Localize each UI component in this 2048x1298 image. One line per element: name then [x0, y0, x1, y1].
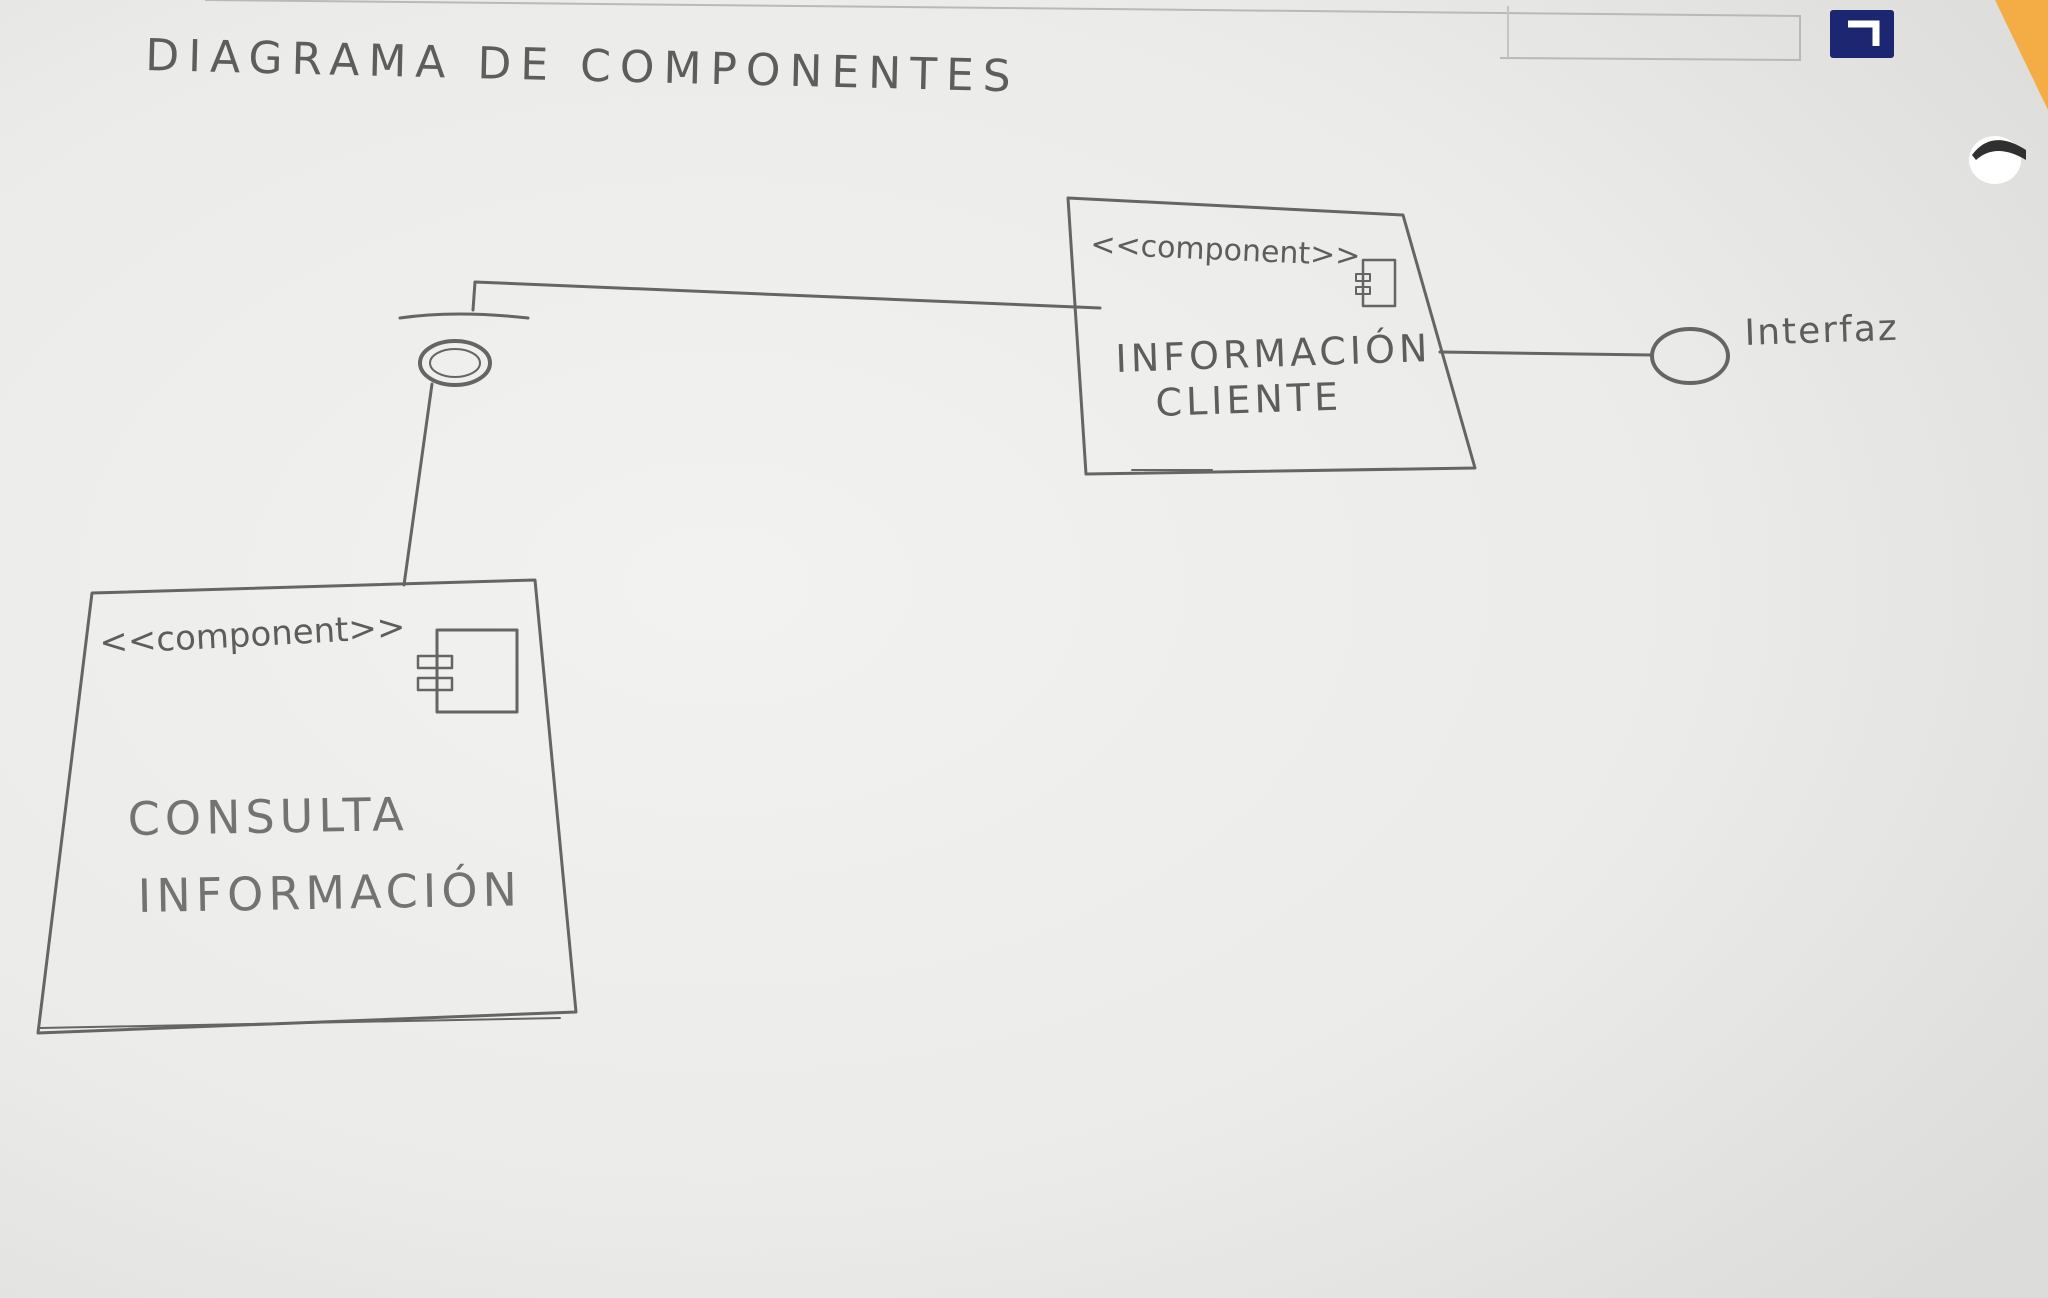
- logo-icon: [1830, 10, 1894, 58]
- binder-hole: [1969, 136, 2026, 184]
- component-consulta-informacion: <<component>> CONSULTA INFORMACIÓN: [36, 578, 578, 1035]
- component-name-line-2: INFORMACIÓN: [137, 862, 522, 923]
- interface-interfaz: Interfaz: [1438, 308, 1899, 385]
- component-icon: [1355, 258, 1397, 308]
- interface-label: Interfaz: [1744, 308, 1899, 354]
- component-name-line-1: CONSULTA: [127, 787, 409, 846]
- connector-required-interface: [398, 280, 1102, 587]
- component-name-line-2: CLIENTE: [1155, 375, 1343, 425]
- component-icon: [416, 628, 519, 714]
- page-header-box: [204, 0, 1801, 62]
